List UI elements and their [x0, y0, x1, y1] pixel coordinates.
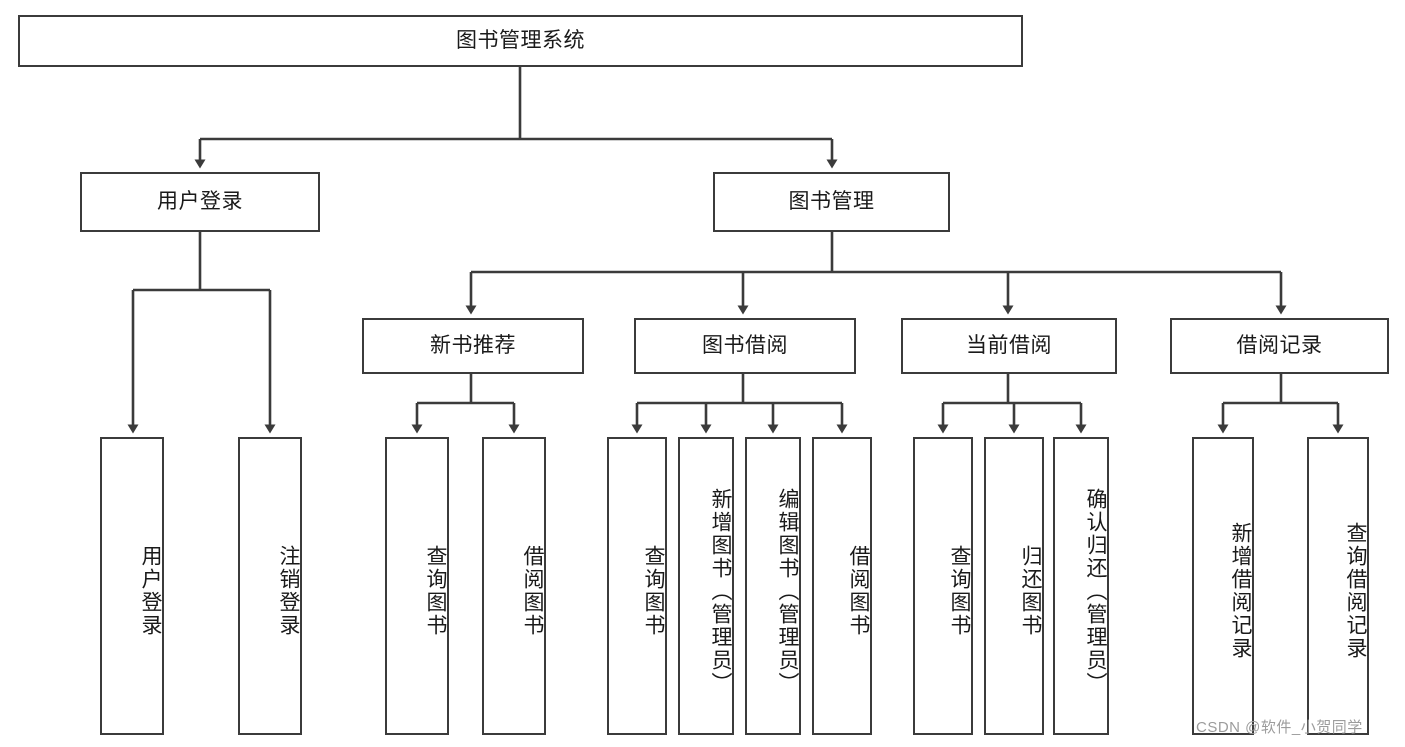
- node-new-book-recommend[interactable]: 新书推荐: [362, 318, 584, 374]
- node-label: 查询图书: [424, 545, 447, 637]
- node-label: 当前借阅: [966, 334, 1052, 358]
- node-label: 确认归还（管理员）: [1084, 487, 1107, 695]
- node-leaf-edit-book-admin[interactable]: 编辑图书（管理员）: [745, 437, 801, 735]
- node-label: 新书推荐: [430, 334, 516, 358]
- node-borrow-record[interactable]: 借阅记录: [1170, 318, 1389, 374]
- node-leaf-borrow-book-2[interactable]: 借阅图书: [812, 437, 872, 735]
- node-leaf-query-borrow-record[interactable]: 查询借阅记录: [1307, 437, 1369, 735]
- node-leaf-query-book-3[interactable]: 查询图书: [913, 437, 973, 735]
- node-label: 借阅图书: [521, 545, 544, 637]
- node-leaf-add-borrow-record[interactable]: 新增借阅记录: [1192, 437, 1254, 735]
- node-leaf-user-login[interactable]: 用户登录: [100, 437, 164, 735]
- node-label: 图书管理系统: [456, 29, 585, 53]
- node-label: 图书管理: [788, 190, 875, 214]
- node-label: 用户登录: [157, 190, 243, 214]
- node-book-management[interactable]: 图书管理: [713, 172, 950, 232]
- node-leaf-add-book-admin[interactable]: 新增图书（管理员）: [678, 437, 734, 735]
- node-label: 查询图书: [642, 545, 665, 637]
- node-label: 图书借阅: [702, 334, 788, 358]
- node-user-login[interactable]: 用户登录: [80, 172, 320, 232]
- node-leaf-query-book-2[interactable]: 查询图书: [607, 437, 667, 735]
- node-label: 新增借阅记录: [1229, 522, 1252, 660]
- node-leaf-return-book[interactable]: 归还图书: [984, 437, 1044, 735]
- node-label: 注销登录: [277, 545, 300, 637]
- node-label: 查询借阅记录: [1344, 522, 1367, 660]
- node-current-borrow[interactable]: 当前借阅: [901, 318, 1117, 374]
- node-label: 用户登录: [139, 545, 162, 637]
- node-label: 借阅记录: [1236, 334, 1323, 358]
- node-book-borrow[interactable]: 图书借阅: [634, 318, 856, 374]
- csdn-watermark: CSDN @软件_小贺同学: [1196, 719, 1363, 736]
- node-leaf-borrow-book-1[interactable]: 借阅图书: [482, 437, 546, 735]
- node-label: 编辑图书（管理员）: [776, 487, 799, 695]
- node-leaf-query-book-1[interactable]: 查询图书: [385, 437, 449, 735]
- node-label: 归还图书: [1019, 545, 1042, 637]
- node-label: 查询图书: [948, 545, 971, 637]
- node-root[interactable]: 图书管理系统: [18, 15, 1023, 67]
- node-label: 新增图书（管理员）: [709, 487, 732, 695]
- node-leaf-logout[interactable]: 注销登录: [238, 437, 302, 735]
- node-leaf-confirm-return-admin[interactable]: 确认归还（管理员）: [1053, 437, 1109, 735]
- node-label: 借阅图书: [847, 545, 870, 637]
